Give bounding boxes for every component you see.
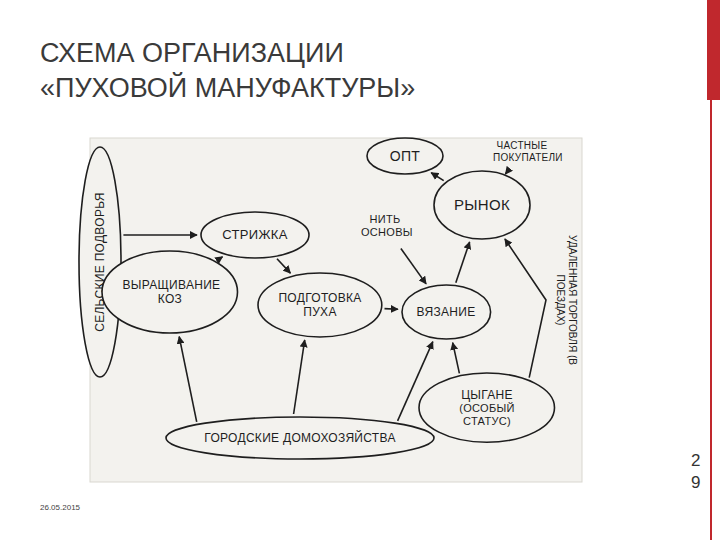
slide-number: 29 [691,450,700,494]
photo-background [90,138,582,482]
arrow-connector [505,173,506,174]
node-label: СЕЛЬСКИЕ ПОДВОРЬЯ [93,192,107,332]
node-label: НИТЬ ОСНОВЫ [361,213,409,239]
arrow-connector [456,242,470,283]
text-node: НИТЬ ОСНОВЫ [354,207,416,245]
arrow-connector [453,343,460,374]
node-text-group: ВЯЗАНИЕ [417,305,476,319]
node-text-group: СЕЛЬСКИЕ ПОДВОРЬЯ [93,192,107,332]
arrow-connector [277,259,290,273]
text-node: ЧАСТНЫЕ ПОКУПАТЕЛИ [485,135,559,169]
node-label: ГОРОДСКИЕ ДОМОХОЗЯЙСТВА [204,431,395,445]
node-text-group: РЫНОК [454,196,510,214]
node-text-group: ЦЫГАНЕ(ОСОБЫЙ СТАТУС) [440,388,535,429]
arrow-connector [431,173,444,181]
node-label: ВЯЗАНИЕ [417,305,476,319]
accent-bar [707,0,720,100]
node-text-group: ГОРОДСКИЕ ДОМОХОЗЯЙСТВА [204,431,395,445]
edge-label: УДАЛЕННАЯ ТОРГОВЛЯ (В ПОЕЗДАХ) [554,225,578,375]
node-label: ЧАСТНЫЕ ПОКУПАТЕЛИ [493,140,551,164]
accent-line [710,100,712,540]
node-label: ВЫРАЩИВАНИЕ КОЗ [123,278,218,307]
ellipse-node: ВЯЗАНИЕ [401,284,492,340]
node-label: ОПТ [390,148,420,165]
node-text-group: ПОДГОТОВКА ПУХА [277,291,363,320]
ellipse-node: ЦЫГАНЕ(ОСОБЫЙ СТАТУС) [418,372,556,443]
ellipse-node: ОПТ [366,137,444,175]
ellipse-node: ПОДГОТОВКА ПУХА [257,272,383,338]
ellipse-node: ГОРОДСКИЕ ДОМОХОЗЯЙСТВА [165,416,435,460]
arrow-connector [505,239,546,378]
arrow-connector [123,234,197,236]
arrow-connector [401,249,426,284]
node-text-group: ЧАСТНЫЕ ПОКУПАТЕЛИ [493,140,551,164]
date-label: 26.05.2015 [40,503,80,512]
ellipse-node: ВЫРАЩИВАНИЕ КОЗ [101,250,239,334]
node-label: ЦЫГАНЕ [440,388,535,402]
vertical-ellipse-node: СЕЛЬСКИЕ ПОДВОРЬЯ [78,146,122,378]
arrow-connector [385,308,398,310]
arrow-connector [179,337,197,422]
node-label: РЫНОК [454,196,510,214]
node-label: СТРИЖКА [222,227,287,243]
node-text-group: СТРИЖКА [222,227,287,243]
node-label: ПОДГОТОВКА ПУХА [277,291,363,320]
node-text-group: ВЫРАЩИВАНИЕ КОЗ [123,278,218,307]
arrow-connector [294,340,305,414]
node-note: (ОСОБЫЙ СТАТУС) [440,402,535,429]
ellipse-node: РЫНОК [433,170,531,240]
node-text-group: ОПТ [390,148,420,165]
ellipse-node: СТРИЖКА [200,211,310,259]
arrow-connector [218,257,223,260]
slide-title: СХЕМА ОРГАНИЗАЦИИ «ПУХОВОЙ МАНУФАКТУРЫ» [40,36,480,106]
node-text-group: НИТЬ ОСНОВЫ [361,213,409,239]
